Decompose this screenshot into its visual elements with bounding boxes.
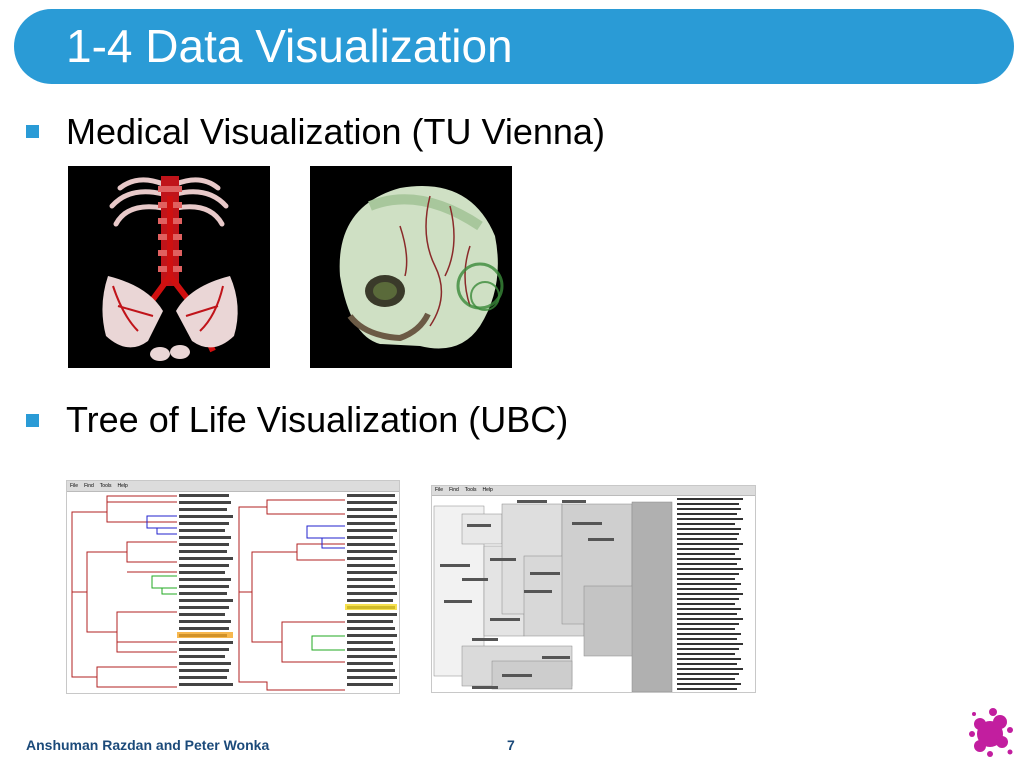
title-bar	[14, 9, 1014, 84]
menu-tools[interactable]: Tools	[99, 483, 112, 489]
skull-rendering	[310, 166, 512, 368]
menu-help[interactable]: Help	[482, 487, 493, 493]
footer-author: Anshuman Razdan and Peter Wonka	[26, 737, 270, 753]
paint-splat-logo	[969, 708, 1013, 757]
page-number: 7	[507, 737, 515, 753]
menu-find[interactable]: Find	[84, 483, 94, 489]
bullet-medical-visualization: Medical Visualization (TU Vienna)	[66, 111, 605, 152]
menu-find[interactable]: Find	[449, 487, 459, 493]
tree-app-menubar: File Find Tools Help	[432, 486, 755, 496]
menu-tools[interactable]: Tools	[464, 487, 477, 493]
tree-of-life-screenshot-1: File Find Tools Help	[66, 480, 400, 694]
tree-diagram-pair	[71, 494, 397, 691]
tree-app-menubar: File Find Tools Help	[67, 481, 399, 492]
tree-of-life-screenshot-2: File Find Tools Help	[431, 485, 756, 693]
slide-title: 1-4 Data Visualization	[66, 20, 513, 72]
bullet-marker	[26, 414, 39, 427]
bullet-marker	[26, 125, 39, 138]
treemap-diagram	[432, 496, 755, 692]
menu-file[interactable]: File	[435, 487, 444, 493]
menu-help[interactable]: Help	[117, 483, 128, 489]
menu-file[interactable]: File	[70, 483, 79, 489]
spine-pelvis-rendering	[68, 166, 270, 368]
bullet-tree-of-life: Tree of Life Visualization (UBC)	[66, 399, 569, 440]
